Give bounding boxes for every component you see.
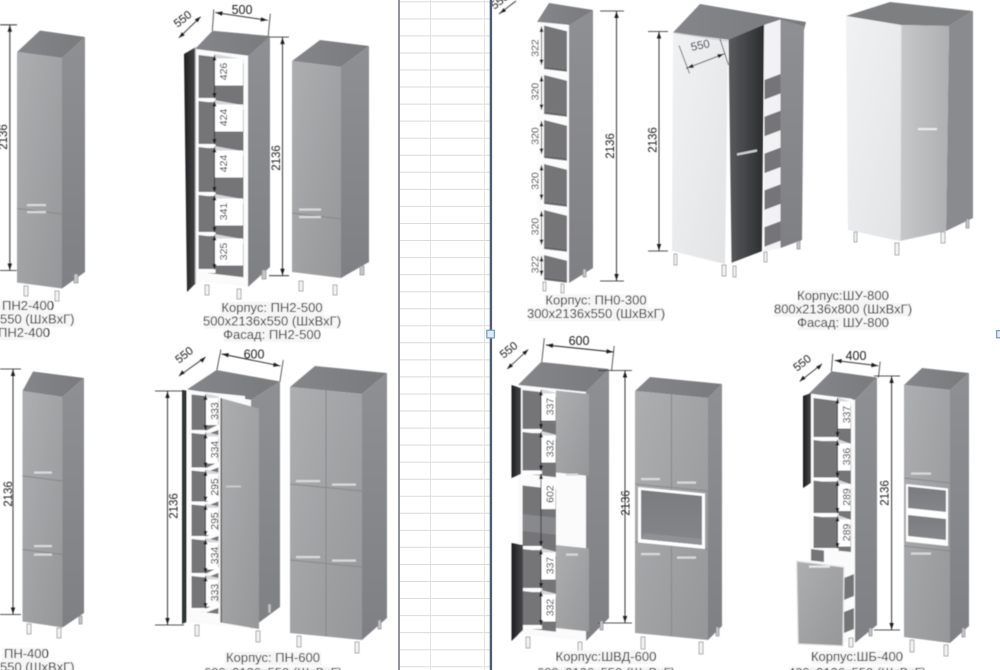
svg-text:ПН2-400: ПН2-400: [2, 298, 54, 313]
svg-text:333: 333: [209, 584, 221, 602]
svg-text:426: 426: [218, 63, 230, 81]
svg-text:Корпус: ПН2-500: Корпус: ПН2-500: [221, 300, 322, 315]
svg-text:2136: 2136: [880, 480, 892, 506]
svg-text:300х2136х550 (ШхВхГ): 300х2136х550 (ШхВхГ): [527, 306, 665, 321]
svg-text:334: 334: [209, 547, 221, 565]
svg-text:ПН2-400: ПН2-400: [0, 325, 50, 340]
svg-text:424: 424: [218, 155, 230, 173]
svg-text:341: 341: [218, 203, 230, 221]
svg-text:500х2136х550 (ШхВхГ): 500х2136х550 (ШхВхГ): [203, 314, 341, 329]
svg-text:Корпус:ШВД-600: Корпус:ШВД-600: [556, 649, 657, 664]
svg-text:2136: 2136: [648, 127, 660, 153]
svg-text:336: 336: [841, 448, 853, 466]
svg-text:600: 600: [569, 334, 590, 348]
svg-text:325: 325: [218, 243, 230, 261]
svg-text:337: 337: [545, 557, 557, 575]
svg-text:550: 550: [690, 38, 711, 54]
svg-text:800х2136х800 (ШхВхГ): 800х2136х800 (ШхВхГ): [774, 302, 912, 317]
svg-text:550 (ШхВхГ): 550 (ШхВхГ): [0, 312, 74, 327]
svg-text:289: 289: [841, 488, 853, 506]
svg-text:295: 295: [209, 512, 221, 530]
svg-text:320: 320: [530, 127, 542, 145]
svg-text:500: 500: [232, 3, 253, 17]
svg-text:295: 295: [209, 478, 221, 496]
svg-text:400: 400: [846, 349, 867, 363]
svg-text:Корпус:ШБ-400: Корпус:ШБ-400: [811, 649, 903, 664]
svg-text:320: 320: [530, 83, 542, 101]
svg-text:2136: 2136: [605, 133, 617, 159]
svg-text:332: 332: [545, 599, 557, 617]
svg-text:320: 320: [530, 172, 542, 190]
svg-text:2136: 2136: [621, 490, 633, 516]
svg-text:2136: 2136: [0, 124, 10, 150]
svg-text:550 (ШхВхГ): 550 (ШхВхГ): [0, 660, 74, 670]
svg-text:2136: 2136: [271, 145, 283, 171]
svg-text:Корпус: ПН0-300: Корпус: ПН0-300: [545, 293, 646, 308]
svg-text:424: 424: [218, 109, 230, 127]
svg-text:Фасад: ПН2-500: Фасад: ПН2-500: [223, 327, 321, 342]
svg-text:332: 332: [545, 440, 557, 458]
svg-text:600х2136х550 (ШхВхГ): 600х2136х550 (ШхВхГ): [537, 665, 675, 670]
svg-text:322: 322: [530, 256, 542, 274]
svg-text:289: 289: [841, 524, 853, 542]
svg-text:333: 333: [209, 402, 221, 420]
svg-text:600: 600: [244, 348, 265, 362]
svg-text:ПН-400: ПН-400: [4, 646, 49, 661]
svg-text:322: 322: [530, 39, 542, 57]
svg-text:602: 602: [545, 485, 557, 503]
svg-text:600х2136х550 (ШхВхГ): 600х2136х550 (ШхВхГ): [204, 665, 342, 670]
svg-text:2136: 2136: [169, 493, 181, 519]
svg-text:320: 320: [530, 218, 542, 236]
svg-text:Фасад: ШУ-800: Фасад: ШУ-800: [797, 315, 889, 330]
svg-text:Корпус:ШУ-800: Корпус:ШУ-800: [797, 288, 889, 303]
svg-text:2136: 2136: [3, 481, 15, 507]
svg-text:337: 337: [545, 398, 557, 416]
svg-text:337: 337: [841, 406, 853, 424]
svg-text:400х2136х550 (ШхВхГ): 400х2136х550 (ШхВхГ): [788, 665, 926, 670]
svg-text:334: 334: [209, 441, 221, 459]
svg-text:Корпус: ПН-600: Корпус: ПН-600: [226, 650, 320, 665]
